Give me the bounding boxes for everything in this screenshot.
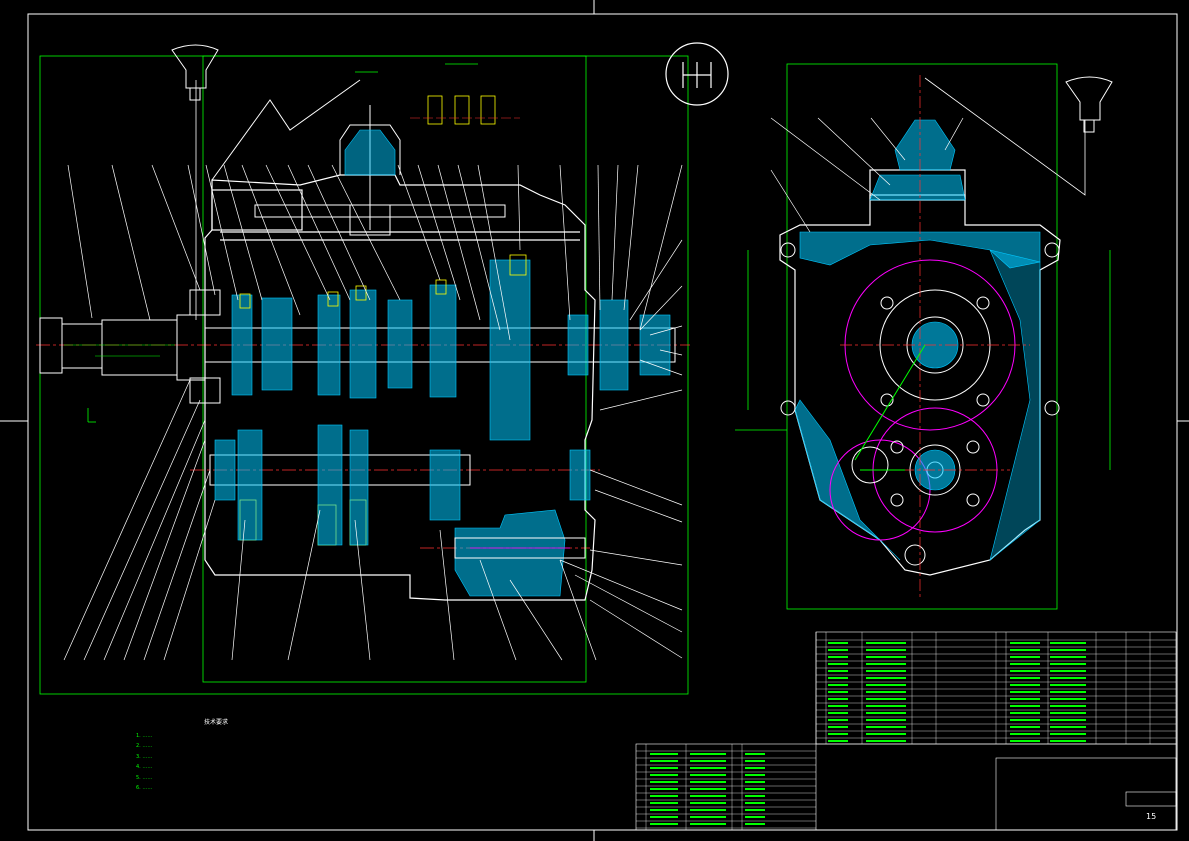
tech-note-line: 5. …… — [136, 774, 153, 781]
shift-knob-icon — [171, 44, 1113, 133]
tech-notes: 技术要求 1. …… 2. …… 3. …… 4. …… 5. …… 6. …… — [136, 718, 436, 794]
leader-lines — [63, 164, 683, 661]
tech-note-line: 2. …… — [136, 743, 153, 749]
tech-note-line: 4. …… — [136, 764, 153, 770]
shift-pattern-icon — [665, 42, 729, 106]
tech-note-line: 6. …… — [136, 785, 153, 791]
title-block — [995, 757, 1177, 831]
end-view — [735, 63, 1111, 610]
sheet-number: 15 — [1146, 812, 1157, 821]
section-view — [36, 55, 690, 695]
parts-list-entries — [650, 642, 1086, 825]
tech-note-line: 1. …… — [136, 732, 153, 739]
parts-list-rows — [636, 632, 1176, 830]
tech-notes-title: 技术要求 — [203, 719, 228, 726]
tech-note-line: 3. …… — [136, 753, 153, 760]
